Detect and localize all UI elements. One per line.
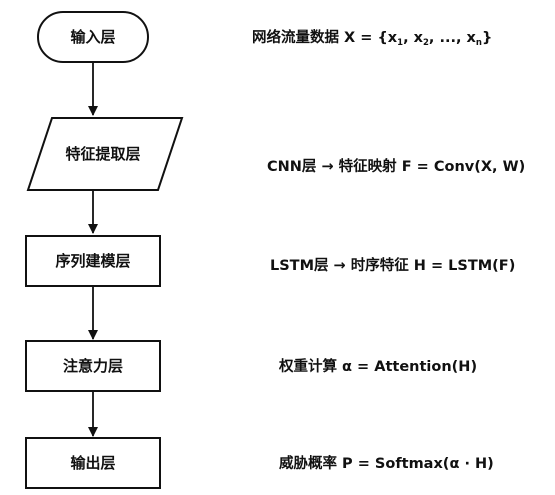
descriptions: 网络流量数据 X = {x1, x2, ..., xn} CNN层 → 特征映射… [252, 28, 525, 472]
node-sequence-modeling: 序列建模层 [25, 235, 161, 287]
parallelogram-shape [26, 117, 184, 191]
node-label-input: 输入层 [70, 28, 115, 46]
node-label-sequence-modeling: 序列建模层 [55, 252, 130, 270]
process-shape [25, 437, 161, 489]
description-input-lead: 网络流量数据 X = {x [252, 28, 398, 46]
process-shape [25, 235, 161, 287]
node-label-output: 输出层 [70, 454, 115, 472]
node-input-layer: 输入层 [37, 11, 149, 63]
description-input-mid1: , x [403, 30, 424, 46]
node-attention: 注意力层 [25, 340, 161, 392]
process-shape [25, 340, 161, 392]
description-output: 威胁概率 P = Softmax(α · H) [279, 454, 494, 472]
node-feature-extraction: 特征提取层 [26, 117, 184, 191]
description-sequence-modeling: LSTM层 → 时序特征 H = LSTM(F) [270, 256, 515, 274]
description-input-mid2: , ..., x [429, 30, 477, 46]
description-input: 网络流量数据 X = {x1, x2, ..., xn} [252, 28, 492, 48]
node-label-attention: 注意力层 [63, 357, 123, 375]
description-attention: 权重计算 α = Attention(H) [278, 357, 477, 375]
node-output: 输出层 [25, 437, 161, 489]
description-input-sub1: 1 [397, 38, 403, 48]
description-input-sub2: 2 [423, 38, 429, 48]
description-input-tail: } [482, 30, 492, 46]
terminator-shape [37, 11, 149, 63]
description-feature-extraction: CNN层 → 特征映射 F = Conv(X, W) [267, 157, 525, 175]
description-input-sub3: n [476, 38, 482, 48]
node-label-feature-extraction: 特征提取层 [65, 145, 140, 163]
